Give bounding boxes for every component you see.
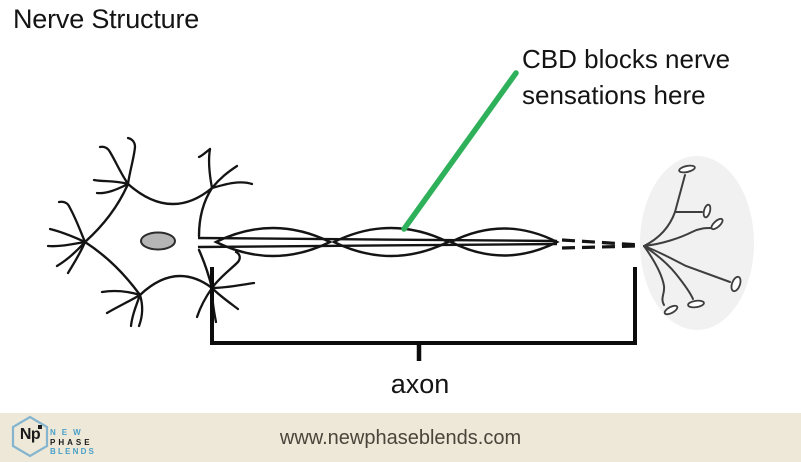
annotation-pointer-line — [401, 70, 519, 232]
logo-line-phase: PHASE — [50, 437, 93, 447]
hexagon-logo-icon — [11, 415, 49, 458]
logo-dot — [38, 425, 42, 429]
myelin-sheath-segments — [213, 226, 560, 258]
cbd-annotation: CBD blocks nerve sensations here — [522, 41, 730, 113]
axon-label: axon — [390, 369, 450, 399]
footer-bar — [0, 413, 801, 462]
axon-bracket — [210, 267, 637, 361]
logo-monogram: Np — [19, 426, 41, 443]
logo-line-new: NEW — [50, 428, 87, 437]
axon-core-lines — [197, 236, 558, 249]
synaptic-knobs — [663, 164, 742, 316]
logo-wordmark: NEW PHASE BLENDS — [50, 428, 96, 457]
dendrites — [46, 136, 256, 328]
nucleus — [140, 231, 176, 251]
brand-logo: Np NEW PHASE BLENDS — [10, 415, 140, 459]
axon-dashed-continuation — [561, 238, 642, 250]
logo-line-blends: BLENDS — [50, 447, 97, 456]
terminal-background-blob — [640, 156, 754, 330]
website-url: www.newphaseblends.com — [279, 427, 522, 449]
axon-terminal-branches — [643, 174, 731, 306]
cbd-annotation-line2: sensations here — [522, 80, 706, 110]
page-title: Nerve Structure — [13, 4, 200, 34]
cbd-annotation-line1: CBD blocks nerve — [522, 44, 731, 74]
